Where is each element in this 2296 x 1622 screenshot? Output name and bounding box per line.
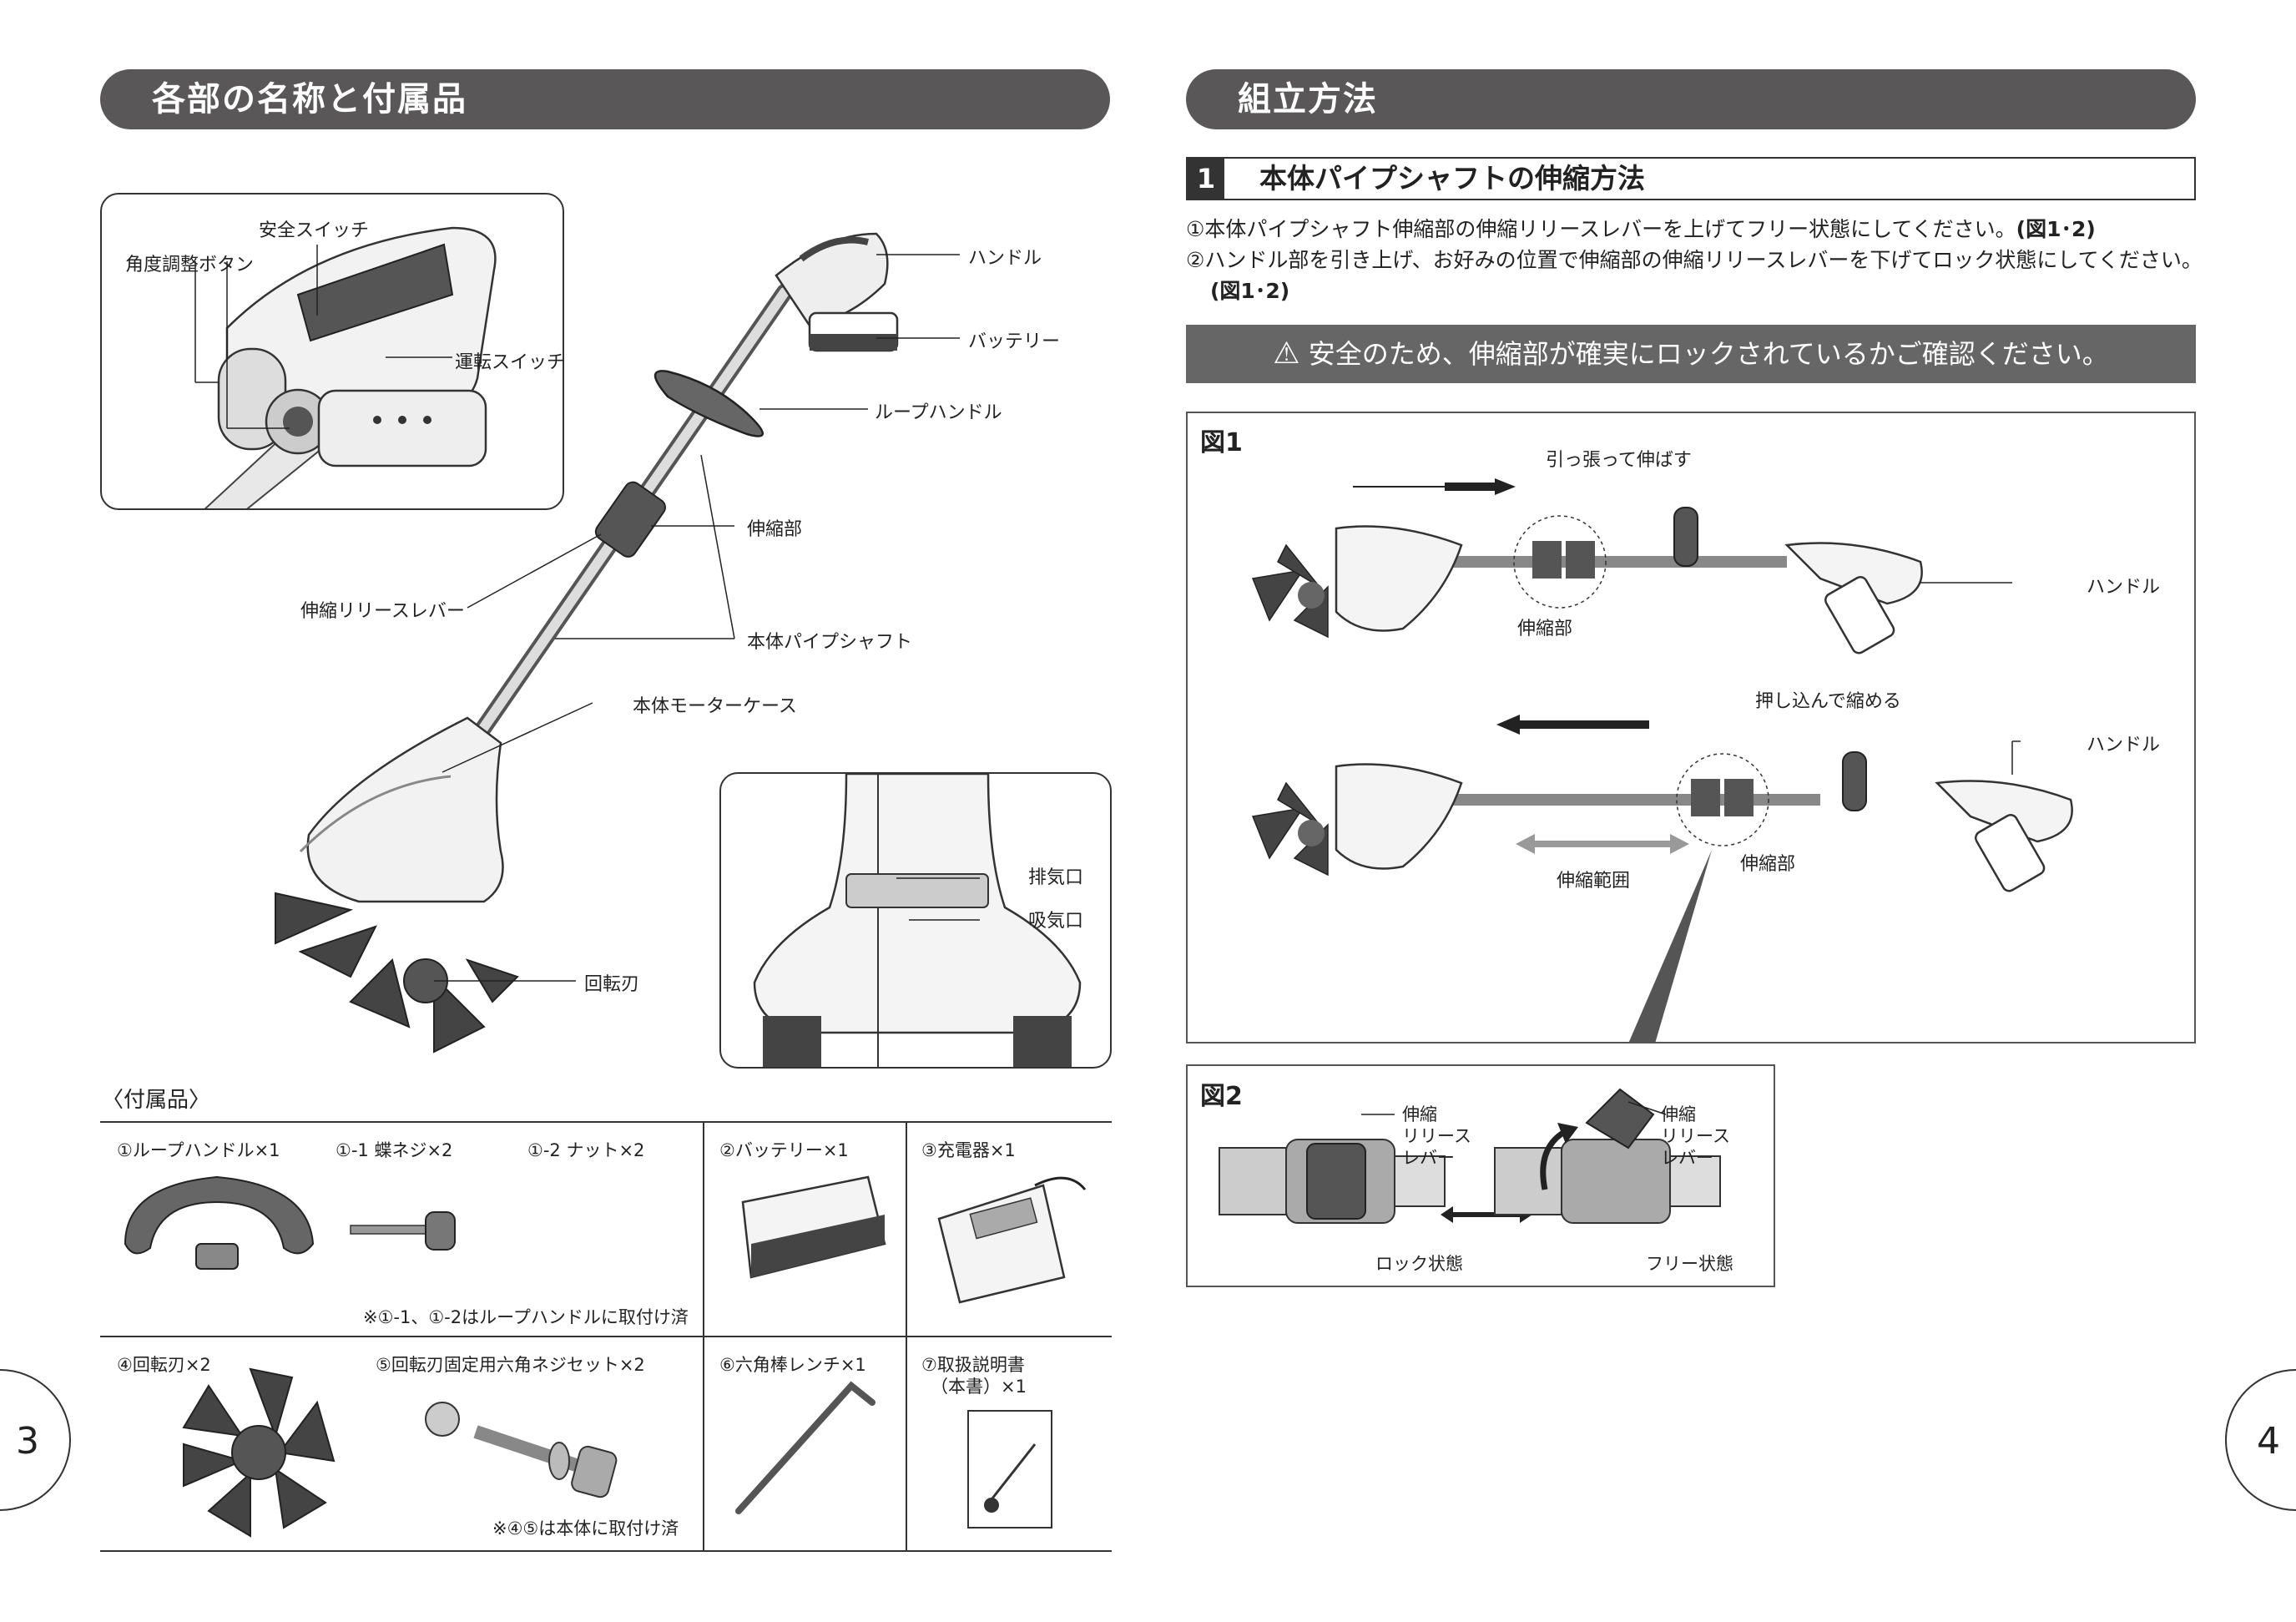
fig1-push-label: 押し込んで縮める bbox=[1755, 691, 1901, 712]
section-number: 1 bbox=[1188, 159, 1224, 199]
fig1-telescopic-label-top: 伸縮部 bbox=[1517, 619, 1573, 639]
accessory-hex-screw-set: ⑤回転刃固定用六角ネジセット×2 bbox=[376, 1355, 645, 1375]
callout-handle: ハンドル bbox=[968, 248, 1042, 269]
accessory-battery: ②バッテリー×1 bbox=[719, 1140, 849, 1160]
cultivator-illustration bbox=[275, 232, 960, 1054]
right-section-header: 組立方法 bbox=[1186, 69, 2196, 129]
accessories-bottom-rule bbox=[100, 1550, 1112, 1552]
warning-icon: ⚠ bbox=[1273, 336, 1300, 371]
accessory-hex-wrench: ⑥六角棒レンチ×1 bbox=[719, 1355, 866, 1375]
accessory-wing-screw: ①-1 蝶ネジ×2 bbox=[336, 1140, 453, 1160]
accessory-tines: ④回転刃×2 bbox=[117, 1355, 211, 1375]
fig1-handle-label-top: ハンドル bbox=[2087, 577, 2161, 598]
section-title: 本体パイプシャフトの伸縮方法 bbox=[1259, 162, 1645, 195]
accessory-charger: ③充電器×1 bbox=[921, 1140, 1016, 1160]
callout-telescopic: 伸縮部 bbox=[747, 519, 803, 540]
fig2-free-label: フリー状態 bbox=[1646, 1254, 1733, 1274]
callout-safety-switch: 安全スイッチ bbox=[259, 220, 370, 241]
callout-intake: 吸気口 bbox=[1028, 911, 1084, 932]
accessory-illustrations bbox=[124, 1175, 1087, 1538]
handle-closeup-illustration bbox=[194, 226, 497, 508]
accessory-note-1: ※①-1、①-2はループハンドルに取付け済 bbox=[363, 1307, 689, 1327]
accessory-nut: ①-2 ナット×2 bbox=[527, 1140, 645, 1160]
accessories-top-rule bbox=[100, 1121, 1112, 1124]
figure-1-label: 図1 bbox=[1200, 428, 1243, 457]
fig1-range-label: 伸縮範囲 bbox=[1557, 871, 1631, 892]
fig1-telescopic-label-bottom: 伸縮部 bbox=[1740, 854, 1796, 875]
fig1-pull-label: 引っ張って伸ばす bbox=[1546, 450, 1692, 471]
fig1-handle-label-bottom: ハンドル bbox=[2087, 735, 2161, 755]
callout-run-switch: 運転スイッチ bbox=[455, 352, 566, 373]
callout-exhaust: 排気口 bbox=[1028, 867, 1084, 888]
accessory-note-2: ※④⑤は本体に取付け済 bbox=[492, 1518, 679, 1539]
figure-2-label: 図2 bbox=[1200, 1082, 1243, 1111]
callout-release-lever: 伸縮リリースレバー bbox=[300, 601, 465, 622]
section-title-bar: 1 本体パイプシャフトの伸縮方法 bbox=[1186, 157, 2196, 200]
fig2-locked-label: ロック状態 bbox=[1375, 1254, 1463, 1274]
accessories-divider-1 bbox=[703, 1121, 704, 1550]
callout-loop-handle: ループハンドル bbox=[875, 402, 1002, 423]
accessories-title: 〈付属品〉 bbox=[102, 1088, 211, 1113]
accessory-manual: ⑦取扱説明書 bbox=[921, 1355, 1025, 1375]
fig2-lever-label-left: 伸縮 リリース レバー bbox=[1402, 1104, 1471, 1168]
callout-pipe-shaft: 本体パイプシャフト bbox=[747, 632, 913, 653]
step-2-ref: (図1･2) bbox=[1210, 279, 1290, 303]
figure-2-illustration bbox=[1219, 1088, 1721, 1224]
callout-battery: バッテリー bbox=[968, 331, 1061, 352]
vent-closeup-illustration bbox=[753, 774, 1082, 1067]
accessories-divider-2 bbox=[906, 1121, 907, 1550]
step-1: ①本体パイプシャフト伸縮部の伸縮リリースレバーを上げてフリー状態にしてください。… bbox=[1186, 217, 2096, 241]
callout-tine: 回転刃 bbox=[584, 974, 640, 995]
figure-1-illustration bbox=[1251, 478, 2073, 1043]
step-2: ②ハンドル部を引き上げ、お好みの位置で伸縮部の伸縮リリースレバーを下げてロック状… bbox=[1186, 248, 2203, 272]
accessory-loop-handle: ①ループハンドル×1 bbox=[117, 1140, 280, 1160]
accessory-manual-qty: （本書）×1 bbox=[931, 1377, 1027, 1397]
callout-motor-case: 本体モーターケース bbox=[633, 696, 797, 717]
handle-closeup-panel bbox=[100, 193, 564, 510]
page-number-right: 4 bbox=[2225, 1369, 2296, 1511]
accessories-mid-rule bbox=[100, 1336, 1112, 1337]
fig2-lever-label-right: 伸縮 リリース レバー bbox=[1661, 1104, 1730, 1168]
callout-angle-button: 角度調整ボタン bbox=[125, 255, 255, 275]
vent-closeup-panel bbox=[719, 772, 1112, 1069]
warning-banner: ⚠ 安全のため、伸縮部が確実にロックされているかご確認ください。 bbox=[1186, 325, 2196, 383]
left-section-header: 各部の名称と付属品 bbox=[100, 69, 1110, 129]
